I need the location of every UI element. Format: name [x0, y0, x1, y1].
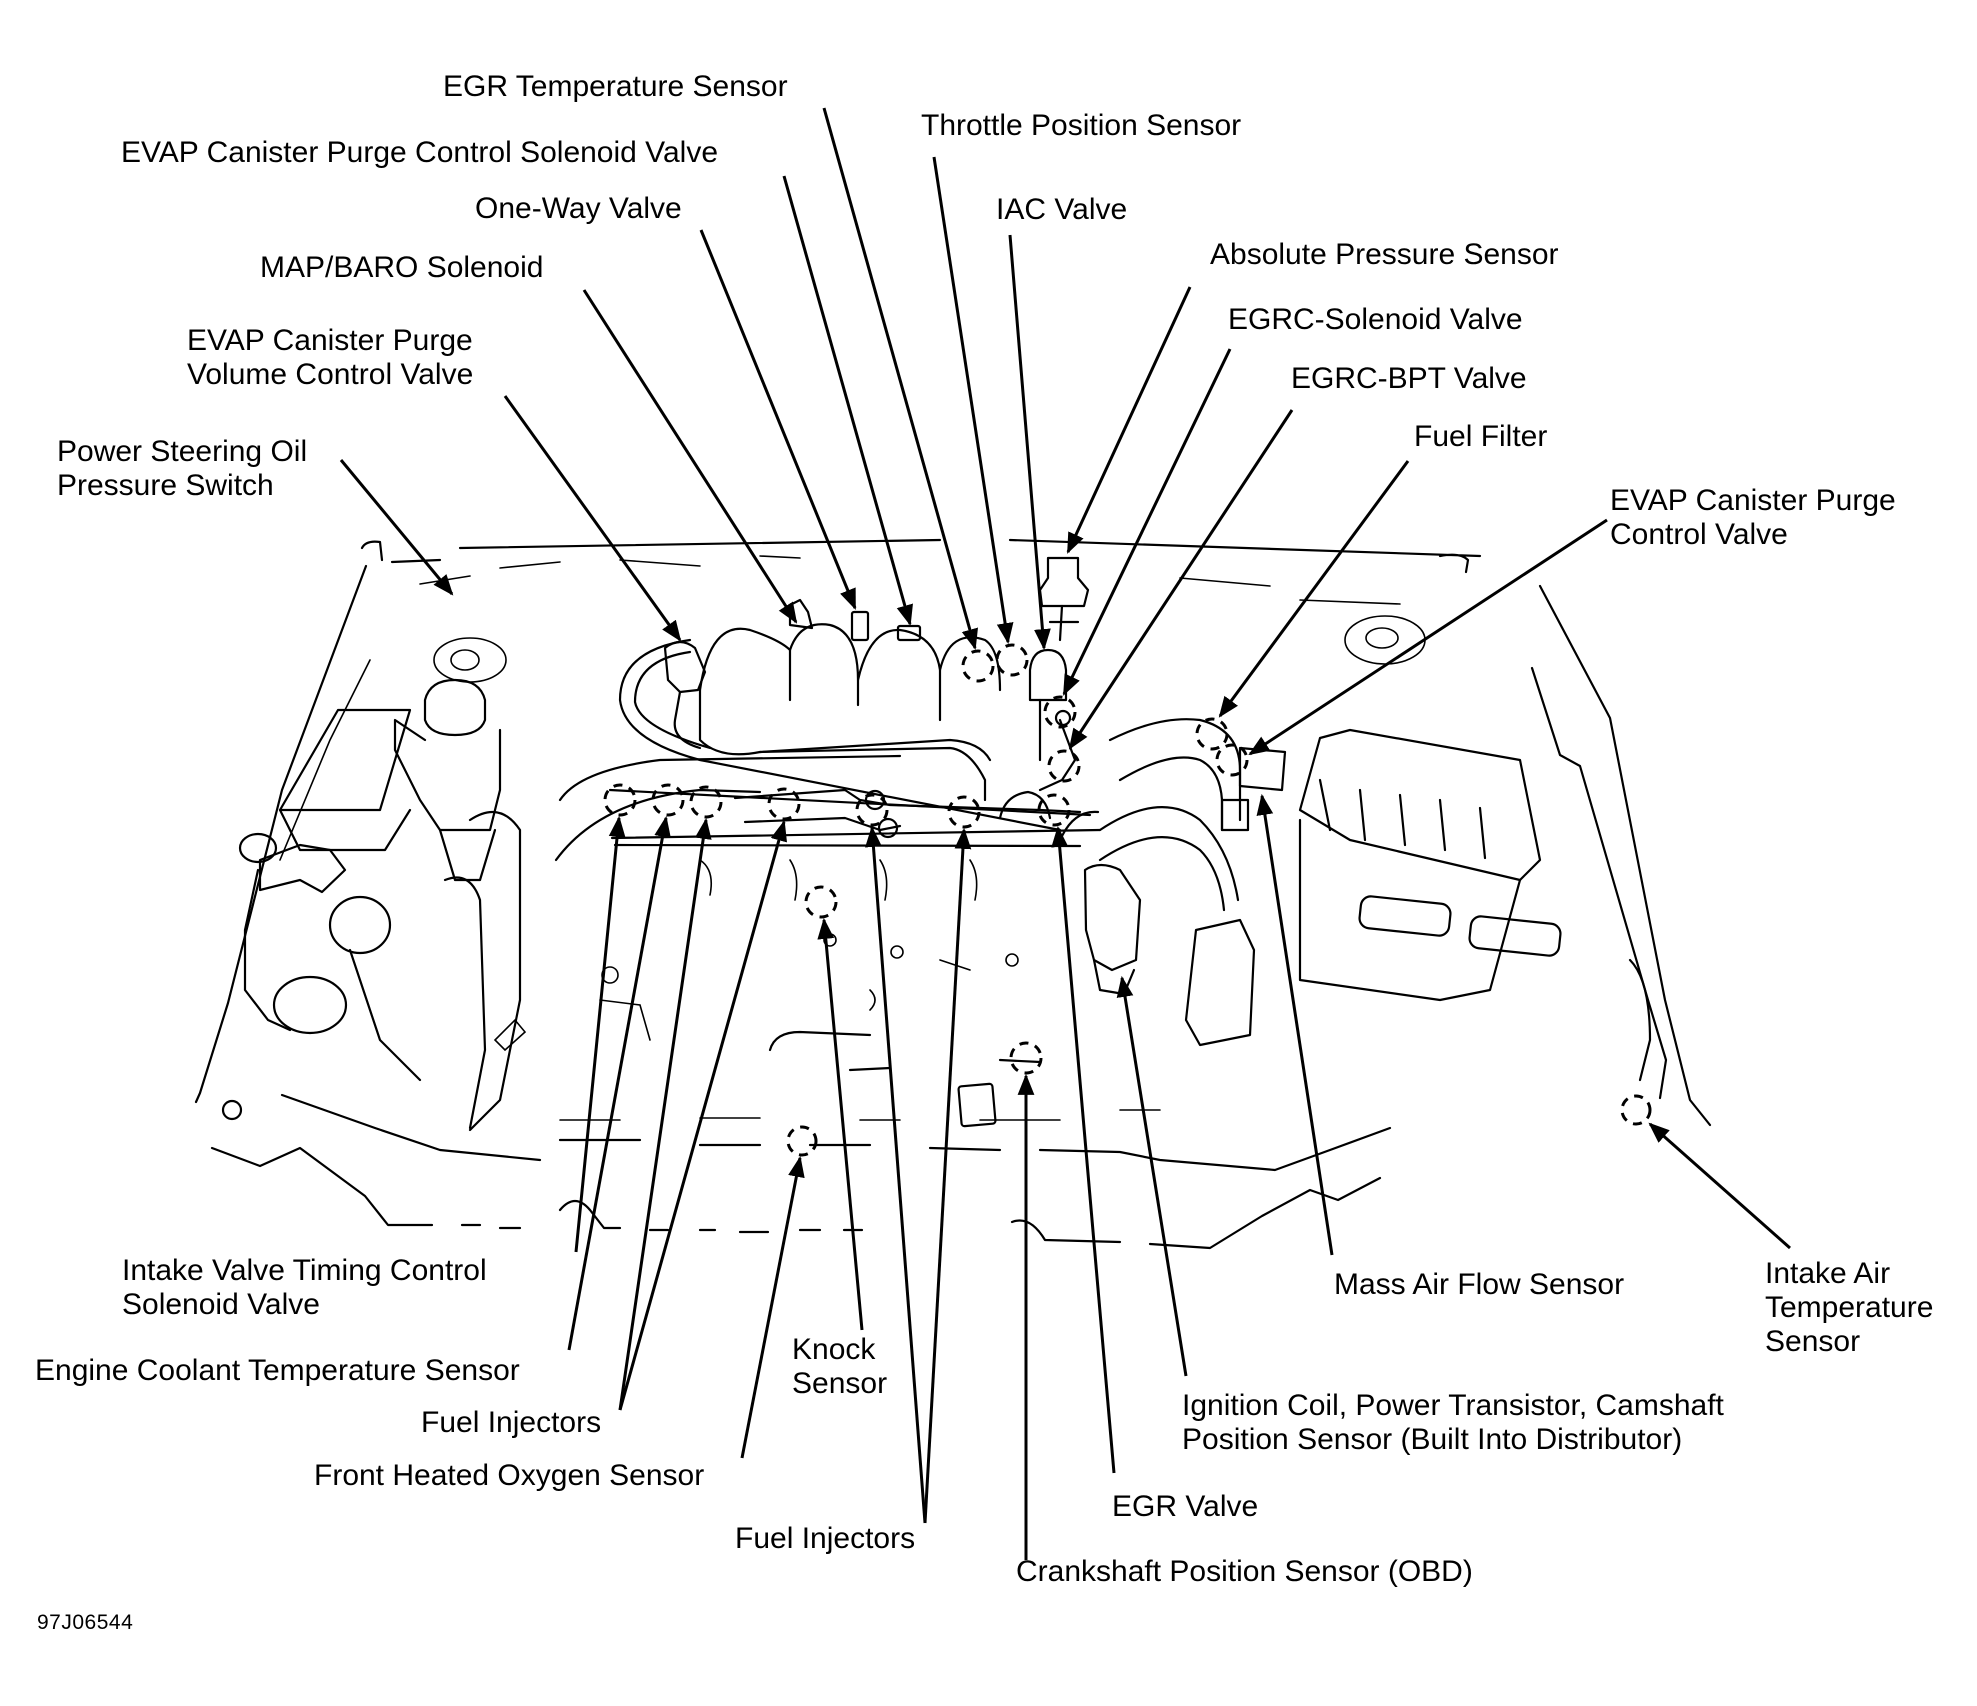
label-line: Ignition Coil, Power Transistor, Camshaf…	[1182, 1389, 1724, 1422]
leader-mass-air-flow-sensor	[1256, 793, 1334, 1256]
label-line: EVAP Canister Purge	[187, 324, 473, 357]
leader-lines	[339, 107, 1791, 1560]
target-egrc-bpt-valve	[1047, 749, 1081, 783]
label-egrc-bpt-valve: EGRC-BPT Valve	[1291, 362, 1527, 395]
target-fuel-injector-4	[947, 795, 981, 829]
leader-absolute-pressure-sensor	[1066, 286, 1192, 554]
callout-targets	[603, 643, 1652, 1157]
label-line: Temperature	[1765, 1291, 1934, 1324]
target-front-heated-oxygen-sensor	[786, 1125, 818, 1157]
label-knock-sensor: Knock Sensor	[792, 1333, 887, 1401]
label-line: Sensor	[792, 1367, 888, 1400]
label-ignition-coil-power-transistor-camshaft-position-sensor: Ignition Coil, Power Transistor, Camshaf…	[1182, 1389, 1724, 1457]
leader-engine-coolant-temperature	[567, 815, 671, 1351]
label-egr-valve: EGR Valve	[1112, 1490, 1259, 1523]
target-fuel-filter	[1195, 717, 1229, 751]
leader-egr-valve	[1051, 825, 1116, 1474]
leader-fuel-injectors-left-b	[618, 819, 788, 1411]
leader-egrc-solenoid-valve	[1062, 348, 1232, 696]
label-power-steering-oil-pressure-switch: Power Steering Oil Pressure Switch	[57, 435, 307, 503]
label-front-heated-oxygen-sensor: Front Heated Oxygen Sensor	[314, 1459, 705, 1492]
target-crankshaft-position-sensor	[1009, 1041, 1043, 1075]
label-line: Control Valve	[1610, 518, 1788, 551]
figure-code: 97J06544	[37, 1611, 134, 1634]
label-line: Knock	[792, 1333, 876, 1366]
leader-evap-volume-control-valve	[503, 395, 682, 642]
leader-one-way-valve	[699, 229, 857, 610]
leader-throttle-position-sensor	[932, 156, 1014, 645]
label-evap-canister-purge-control-solenoid-valve: EVAP Canister Purge Control Solenoid Val…	[121, 136, 718, 169]
leader-intake-valve-timing	[574, 815, 626, 1253]
label-line: Sensor	[1765, 1325, 1861, 1358]
label-line: EVAP Canister Purge	[1610, 484, 1896, 517]
target-fuel-injector-3	[855, 793, 889, 827]
label-engine-coolant-temperature-sensor: Engine Coolant Temperature Sensor	[35, 1354, 520, 1387]
label-absolute-pressure-sensor: Absolute Pressure Sensor	[1210, 238, 1559, 271]
leader-evap-purge-control-solenoid	[782, 175, 913, 627]
target-intake-valve-timing-solenoid	[603, 783, 637, 817]
target-fuel-injector-2	[767, 787, 801, 821]
label-map-baro-solenoid: MAP/BARO Solenoid	[260, 251, 544, 284]
label-throttle-position-sensor: Throttle Position Sensor	[921, 109, 1242, 142]
leader-knock-sensor	[817, 917, 864, 1331]
target-egr-temperature-sensor	[961, 649, 995, 683]
target-knock-sensor	[804, 885, 838, 919]
label-egrc-solenoid-valve: EGRC-Solenoid Valve	[1228, 303, 1523, 336]
leader-egr-temperature-sensor	[822, 107, 978, 651]
target-throttle-position-sensor	[995, 643, 1029, 677]
target-evap-canister-purge-control-valve	[1215, 743, 1249, 777]
label-fuel-filter: Fuel Filter	[1414, 420, 1548, 453]
label-evap-canister-purge-volume-control-valve: EVAP Canister Purge Volume Control Valve	[187, 324, 473, 392]
leader-evap-purge-control-valve	[1248, 518, 1608, 756]
label-intake-valve-timing-control-solenoid-valve: Intake Valve Timing Control Solenoid Val…	[122, 1254, 487, 1322]
leader-fuel-filter	[1218, 460, 1410, 718]
leader-power-steering-switch	[339, 459, 454, 596]
label-egr-temperature-sensor: EGR Temperature Sensor	[443, 70, 788, 103]
label-intake-air-temperature-sensor: Intake Air Temperature Sensor	[1765, 1257, 1933, 1359]
leader-fuel-injectors-center-b	[923, 827, 972, 1524]
label-one-way-valve: One-Way Valve	[475, 192, 682, 225]
leader-iac-valve	[1008, 234, 1051, 651]
label-line: Volume Control Valve	[187, 358, 474, 391]
leader-intake-air-temperature	[1648, 1122, 1791, 1250]
leader-egrc-bpt-valve	[1068, 409, 1294, 750]
leader-ignition-coil	[1116, 975, 1188, 1377]
leader-fuel-injectors-left-a	[618, 817, 712, 1411]
label-iac-valve: IAC Valve	[996, 193, 1128, 226]
label-line: Intake Air	[1765, 1257, 1891, 1290]
label-evap-canister-purge-control-valve: EVAP Canister Purge Control Valve	[1610, 484, 1896, 552]
label-line: Solenoid Valve	[122, 1288, 320, 1321]
label-mass-air-flow-sensor: Mass Air Flow Sensor	[1334, 1268, 1625, 1301]
target-fuel-injector-1	[689, 785, 723, 819]
leader-front-heated-oxygen-sensor	[740, 1155, 805, 1459]
target-egrc-solenoid-valve	[1043, 695, 1077, 729]
target-intake-air-temperature-sensor	[1620, 1094, 1652, 1126]
label-line: Position Sensor (Built Into Distributor)	[1182, 1423, 1683, 1456]
leader-fuel-injectors-center-a	[865, 825, 927, 1524]
label-fuel-injectors-center: Fuel Injectors	[735, 1522, 916, 1555]
label-line: Intake Valve Timing Control	[122, 1254, 487, 1287]
label-fuel-injectors-left: Fuel Injectors	[421, 1406, 602, 1439]
label-crankshaft-position-sensor: Crankshaft Position Sensor (OBD)	[1016, 1555, 1473, 1588]
target-fuel-injector-5	[1037, 793, 1071, 827]
engine-bay-drawing	[194, 538, 1712, 1250]
label-line: Pressure Switch	[57, 469, 274, 502]
target-engine-coolant-temperature-sensor	[651, 783, 685, 817]
leader-map-baro-solenoid	[582, 289, 798, 624]
label-line: Power Steering Oil	[57, 435, 308, 468]
